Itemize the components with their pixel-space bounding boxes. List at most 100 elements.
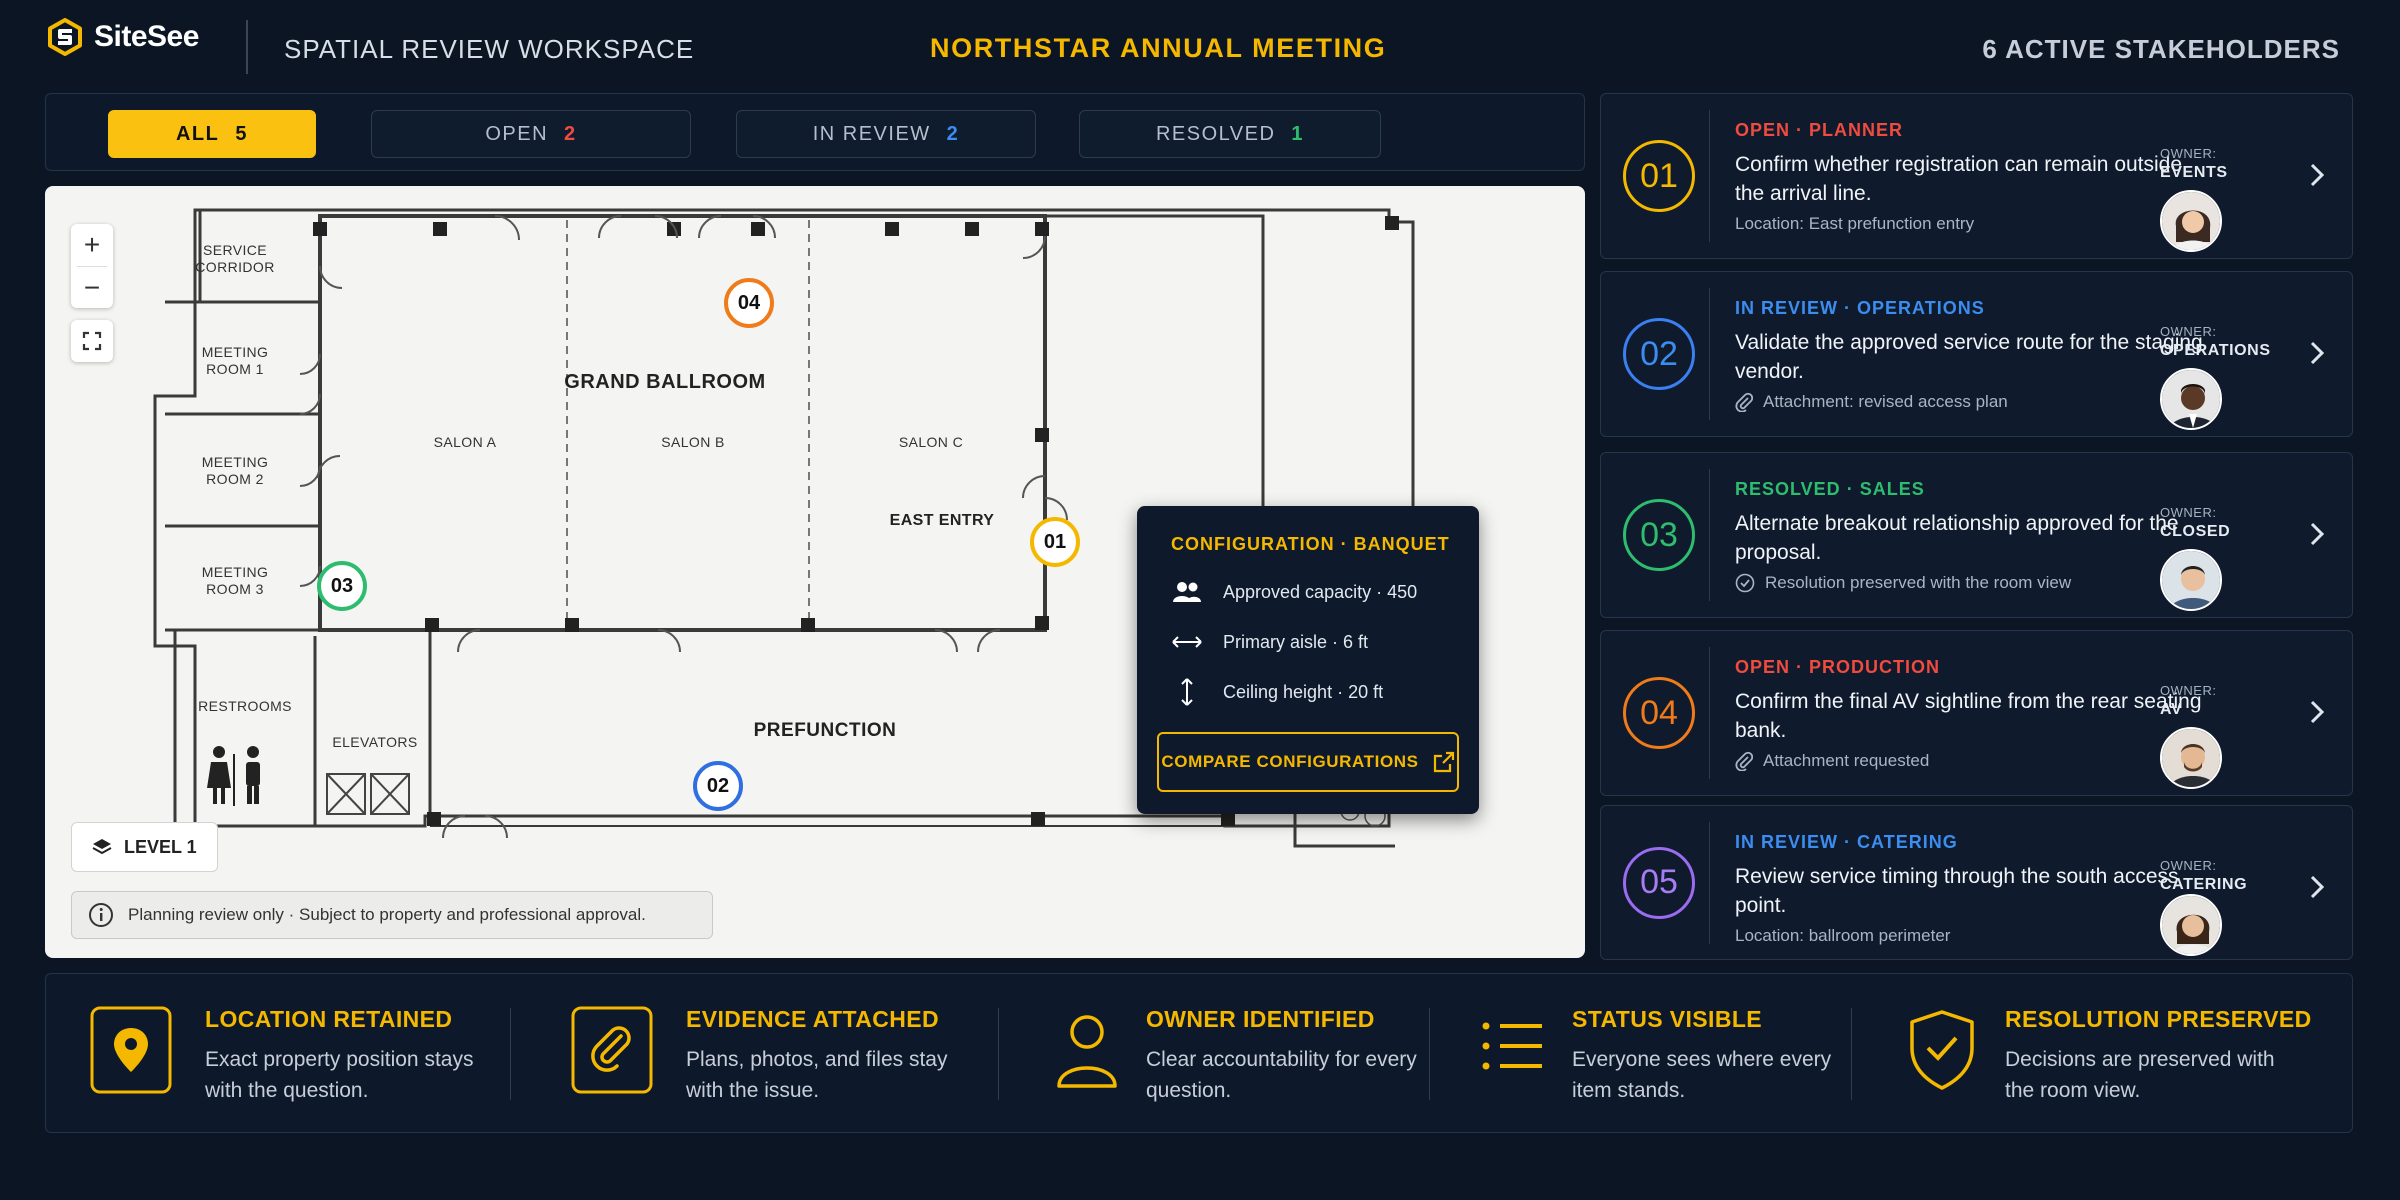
owner-name: CATERING <box>2160 876 2248 893</box>
team-label: SALES <box>1859 479 1925 499</box>
issue-card-05[interactable]: 05 IN REVIEW · CATERING Review service t… <box>1600 805 2353 960</box>
issue-title: Confirm the final AV sightline from the … <box>1735 690 2202 742</box>
layers-icon <box>92 839 112 855</box>
filter-bar: ALL 5 OPEN 2 IN REVIEW 2 RESOLVED 1 <box>45 93 1585 171</box>
marker-number: 01 <box>1043 530 1067 553</box>
issue-meta: Attachment requested <box>1735 751 1929 771</box>
room-label-elevators: ELEVATORS <box>332 734 418 750</box>
list-icon <box>1482 1022 1542 1070</box>
paperclip-icon <box>1735 751 1753 771</box>
team-label: PRODUCTION <box>1809 657 1941 677</box>
planning-disclaimer: Planning review only · Subject to proper… <box>71 891 713 939</box>
issue-marker-02[interactable]: 02 <box>693 761 743 811</box>
issue-title: Alternate breakout relationship approved… <box>1735 512 2179 564</box>
issue-meta: Attachment: revised access plan <box>1735 392 2008 412</box>
room-label-prefunction: PREFUNCTION <box>753 720 897 741</box>
benefits-strip: LOCATION RETAINED Exact property positio… <box>45 973 2353 1133</box>
zoom-separator <box>77 266 107 267</box>
status-label: IN REVIEW <box>1735 832 1839 852</box>
external-link-icon <box>1433 751 1454 773</box>
card-divider <box>1709 110 1710 242</box>
owner-label: OWNER: <box>2160 146 2217 161</box>
popup-ceiling-row: Ceiling height · 20 ft <box>1171 677 1479 707</box>
filter-count: 2 <box>564 122 577 145</box>
issue-marker-03[interactable]: 03 <box>317 561 367 611</box>
stakeholders-count[interactable]: 6 ACTIVE STAKEHOLDERS <box>1982 34 2340 64</box>
floor-plan-map[interactable]: SERVICE CORRIDOR MEETING ROOM 1 MEETING … <box>45 186 1585 958</box>
filter-count: 2 <box>946 122 960 145</box>
issue-meta: Location: ballroom perimeter <box>1735 926 1950 946</box>
status-label: OPEN <box>1735 120 1791 140</box>
shield-check-icon <box>1910 1010 1974 1090</box>
issue-card-04[interactable]: 04 OPEN · PRODUCTION Confirm the final A… <box>1600 630 2353 796</box>
popup-aisle: Primary aisle · 6 ft <box>1223 631 1369 652</box>
filter-all-button[interactable]: ALL 5 <box>108 110 316 158</box>
filter-count: 1 <box>1291 122 1305 145</box>
benefit-title: EVIDENCE ATTACHED <box>686 1006 939 1032</box>
chevron-right-icon <box>2310 700 2325 724</box>
room-label-salon-c: SALON C <box>898 434 964 450</box>
issue-status: IN REVIEW · CATERING <box>1735 832 1958 852</box>
marker-number: 04 <box>737 291 761 314</box>
benefit-owner-identified: OWNER IDENTIFIED Clear accountability fo… <box>1051 1006 1471 1106</box>
filter-label: IN REVIEW <box>812 122 931 145</box>
issue-card-01[interactable]: 01 OPEN · PLANNER Confirm whether regist… <box>1600 93 2353 259</box>
benefit-description: Plans, photos, and files stay with the i… <box>686 1048 948 1102</box>
room-label-salon-a: SALON A <box>433 434 497 450</box>
filter-label: OPEN <box>485 122 549 145</box>
owner-label: OWNER: <box>2160 324 2217 339</box>
vertical-arrow-icon <box>1171 677 1203 707</box>
benefit-title: STATUS VISIBLE <box>1572 1006 1763 1032</box>
filter-resolved-button[interactable]: RESOLVED 1 <box>1079 110 1381 158</box>
paperclip-icon <box>1735 392 1753 412</box>
filter-label: ALL <box>175 122 220 145</box>
issue-marker-04[interactable]: 04 <box>724 278 774 328</box>
status-label: OPEN <box>1735 657 1791 677</box>
filter-in-review-button[interactable]: IN REVIEW 2 <box>736 110 1036 158</box>
chevron-right-icon <box>2310 163 2325 187</box>
fullscreen-icon <box>82 331 102 351</box>
popup-capacity: Approved capacity · 450 <box>1223 581 1418 602</box>
chevron-right-icon <box>2310 875 2325 899</box>
issue-marker-01[interactable]: 01 <box>1030 517 1080 567</box>
issue-title: Confirm whether registration can remain … <box>1735 153 2183 205</box>
issue-card-02[interactable]: 02 IN REVIEW · OPERATIONS Validate the a… <box>1600 271 2353 437</box>
room-label-meeting-room-1: MEETING ROOM 1 <box>201 344 269 377</box>
benefit-title: OWNER IDENTIFIED <box>1146 1006 1375 1032</box>
zoom-out-button[interactable]: − <box>83 272 101 303</box>
logo-text: SiteSee <box>94 20 199 53</box>
level-selector[interactable]: LEVEL 1 <box>71 822 218 872</box>
issue-status: OPEN · PLANNER <box>1735 120 1904 140</box>
compare-configurations-button[interactable]: COMPARE CONFIGURATIONS <box>1157 732 1459 792</box>
owner-name: OPERATIONS <box>2160 342 2271 359</box>
owner-label: OWNER: <box>2160 858 2217 873</box>
meta-text: Location: ballroom perimeter <box>1735 926 1951 945</box>
room-label-salon-b: SALON B <box>661 434 725 450</box>
filter-count: 5 <box>235 122 248 145</box>
popup-title: CONFIGURATION · BANQUET <box>1171 534 1450 554</box>
owner-avatar <box>2160 549 2222 611</box>
issue-number-badge: 05 <box>1623 846 1695 919</box>
level-label: LEVEL 1 <box>124 836 197 857</box>
filter-open-button[interactable]: OPEN 2 <box>371 110 691 158</box>
benefit-status-visible: STATUS VISIBLE Everyone sees where every… <box>1476 1006 1876 1106</box>
benefit-title: RESOLUTION PRESERVED <box>2005 1006 2312 1032</box>
sitesee-logo-icon <box>48 18 82 56</box>
logo[interactable]: SiteSee <box>46 18 199 56</box>
zoom-in-button[interactable]: + <box>83 229 101 260</box>
fullscreen-button[interactable] <box>71 320 113 362</box>
info-icon <box>89 903 113 927</box>
header-divider <box>246 20 248 74</box>
team-label: OPERATIONS <box>1857 298 1985 318</box>
owner-avatar <box>2160 368 2222 430</box>
status-label: RESOLVED <box>1735 479 1841 499</box>
issue-title: Validate the approved service route for … <box>1735 331 2203 383</box>
disclaimer-text: Planning review only · Subject to proper… <box>128 905 646 924</box>
workspace-title: SPATIAL REVIEW WORKSPACE <box>284 34 695 64</box>
room-label-meeting-room-2: MEETING ROOM 2 <box>201 454 269 487</box>
benefit-location-retained: LOCATION RETAINED Exact property positio… <box>90 1006 510 1106</box>
card-divider <box>1709 822 1710 944</box>
issue-card-03[interactable]: 03 RESOLVED · SALES Alternate breakout r… <box>1600 452 2353 618</box>
issue-meta: Resolution preserved with the room view <box>1735 573 2071 593</box>
issue-title: Review service timing through the south … <box>1735 865 2179 917</box>
